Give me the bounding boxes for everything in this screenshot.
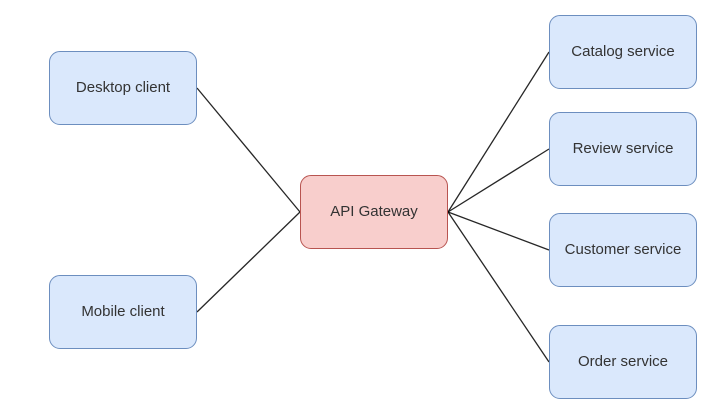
node-catalog-service[interactable]: Catalog service: [549, 15, 697, 89]
node-api-gateway[interactable]: API Gateway: [300, 175, 448, 249]
edge-mobile-client-to-api-gateway: [196, 211, 301, 313]
node-desktop-client-label: Desktop client: [75, 79, 171, 96]
node-api-gateway-label: API Gateway: [330, 203, 418, 220]
edge-api-gateway-to-customer-service: [447, 211, 550, 251]
edge-api-gateway-to-review-service: [447, 148, 550, 213]
edge-api-gateway-to-catalog-service: [447, 51, 550, 213]
node-mobile-client-label: Mobile client: [81, 303, 165, 320]
node-review-service[interactable]: Review service: [549, 112, 697, 186]
node-mobile-client[interactable]: Mobile client: [49, 275, 197, 349]
node-review-service-label: Review service: [572, 140, 674, 157]
node-catalog-service-label: Catalog service: [571, 43, 675, 60]
edge-api-gateway-to-order-service: [447, 211, 550, 363]
node-customer-service[interactable]: Customer service: [549, 213, 697, 287]
node-customer-service-label: Customer service: [564, 241, 682, 258]
node-desktop-client[interactable]: Desktop client: [49, 51, 197, 125]
edge-desktop-client-to-api-gateway: [196, 87, 301, 213]
node-order-service[interactable]: Order service: [549, 325, 697, 399]
node-order-service-label: Order service: [577, 353, 669, 370]
